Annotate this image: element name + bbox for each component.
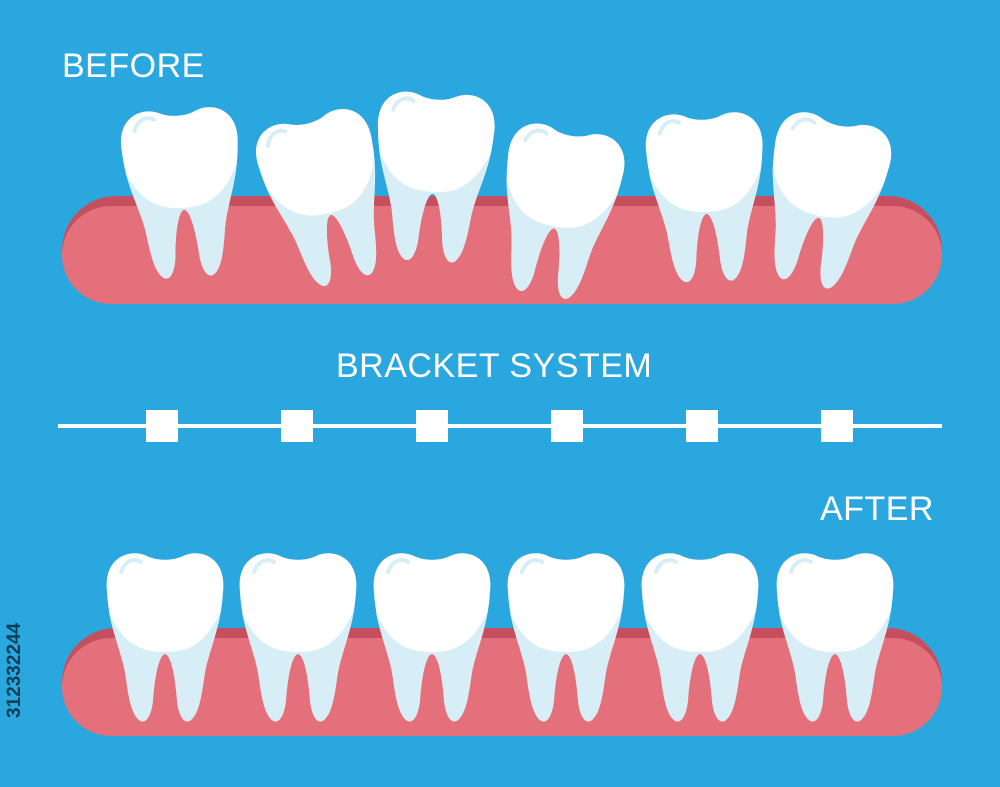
- after-label: AFTER: [820, 490, 934, 528]
- bracket-wire: [58, 410, 942, 442]
- before-label: BEFORE: [62, 47, 205, 85]
- bracket-icon: [551, 410, 583, 442]
- bracket-system-label: BRACKET SYSTEM: [336, 347, 653, 385]
- stock-id-text: 312332244: [4, 622, 25, 718]
- bracket-icon: [146, 410, 178, 442]
- bracket-icon: [686, 410, 718, 442]
- bracket-icon: [821, 410, 853, 442]
- bracket-icon: [416, 410, 448, 442]
- bracket-icon: [281, 410, 313, 442]
